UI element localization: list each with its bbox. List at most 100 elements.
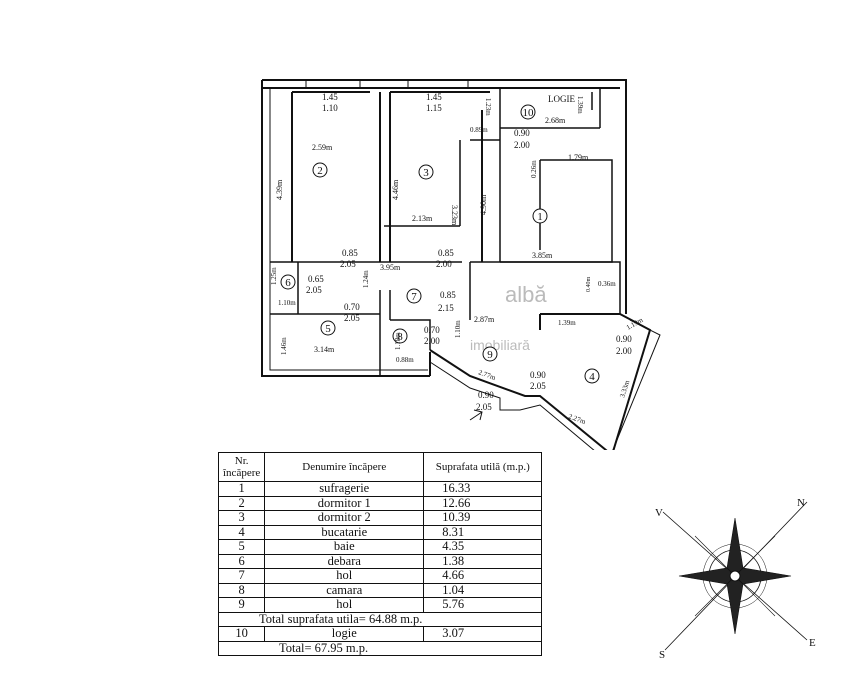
dim-label: 2.05 [340, 259, 356, 269]
dim-label: 0.26m [530, 160, 538, 178]
dim-label: 1.10m [454, 320, 462, 338]
header-nr: Nr. încăpere [217, 452, 266, 482]
dim-label: 1.46m [280, 337, 288, 355]
dim-label: 2.68m [545, 116, 566, 125]
cell-area: 1.38 [423, 553, 543, 569]
outer-wall-inner [269, 88, 428, 371]
cell-nr: 3 [217, 510, 266, 526]
dim-label: 3.23m [450, 205, 459, 226]
dim-label: 4.39m [275, 179, 284, 200]
dim-label: 0.85 [342, 248, 358, 258]
cell-name: logie [264, 626, 425, 642]
total-useful-row: Total suprafata utila= 64.88 m.p. [217, 611, 543, 627]
partition [270, 261, 471, 320]
dim-label: 2.05 [306, 285, 322, 295]
cell-name: dormitor 1 [264, 495, 425, 511]
room-number: 4 [589, 371, 595, 383]
room-number: 10 [523, 107, 535, 119]
table-row: 10 logie 3.07 [217, 626, 543, 642]
room-number-circle [418, 164, 434, 180]
dim-label: 3.85m [532, 251, 553, 260]
cell-name: sufragerie [264, 481, 425, 497]
cell-nr: 7 [217, 568, 266, 584]
cell-name: camara [264, 582, 425, 598]
watermark-top: albă [505, 282, 547, 307]
room-number: 5 [325, 323, 331, 335]
dim-label: 0.70 [344, 302, 360, 312]
dim-label: 0.36m [598, 280, 616, 288]
room-number: 3 [423, 167, 429, 179]
room-number: 2 [317, 165, 323, 177]
room-number-circle [320, 320, 336, 336]
dim-label: 0.90 [514, 128, 530, 138]
header-area: Suprafata utilă (m.p.) [423, 452, 543, 482]
cell-name: hol [264, 568, 425, 584]
dim-label: 1.79m [568, 153, 589, 162]
dim-label: 2.05 [344, 313, 360, 323]
dim-label: 3.95m [380, 263, 401, 272]
partition [270, 262, 431, 376]
compass-label-v: V [655, 507, 663, 519]
dim-label: 0.90 [616, 334, 632, 344]
dim-label: 0.90 [478, 390, 494, 400]
cell-name: bucatarie [264, 524, 425, 540]
cell-area: 4.66 [423, 568, 543, 584]
window [407, 79, 469, 89]
dim-label: 0.85 [440, 290, 456, 300]
partition [291, 91, 490, 262]
cell-area: 12.66 [423, 495, 543, 511]
cell-name: baie [264, 539, 425, 555]
dim-label: 2.05 [530, 381, 546, 391]
room-number-circle [406, 288, 422, 304]
cell-area: 4.35 [423, 539, 543, 555]
partition [470, 261, 621, 314]
room-number-circle [520, 104, 536, 120]
room-number: 6 [285, 277, 291, 289]
dim-label: 3.14m [314, 345, 335, 354]
total-row: Total= 67.95 m.p. [217, 640, 543, 656]
cell-nr: 8 [217, 582, 266, 598]
partition [499, 140, 613, 263]
room-number-circle [280, 274, 296, 290]
cell-area: 5.76 [423, 597, 543, 613]
dim-label: 0.40m [586, 277, 592, 293]
dim-label: 1.25m [270, 267, 278, 285]
cell-nr: 2 [217, 495, 266, 511]
room-number-circle [482, 346, 498, 362]
dim-label: 1.23m [484, 98, 492, 116]
dim-label: 1.10 [322, 103, 338, 113]
dim-label: 0.88m [396, 356, 414, 364]
room-number: 9 [487, 349, 493, 361]
room-number-circle [392, 328, 408, 344]
cell-area: 8.31 [423, 524, 543, 540]
cell-area: 1.04 [423, 582, 543, 598]
dim-label: 2.59m [312, 143, 333, 152]
cell-name: debara [264, 553, 425, 569]
outer-wall [261, 79, 627, 377]
area-table: Nr. încăpere Denumire încăpere Suprafata… [217, 452, 543, 656]
dim-label: 2.87m [474, 315, 495, 324]
total: Total= 67.95 m.p. [217, 640, 543, 656]
cell-nr: 1 [217, 481, 266, 497]
dim-label: 2.00 [424, 336, 440, 346]
dim-label: 2.05 [476, 402, 492, 412]
cell-name: dormitor 2 [264, 510, 425, 526]
dim-label: 0.90 [530, 370, 546, 380]
cell-area: 16.33 [423, 481, 543, 497]
entry-arrow [469, 409, 483, 421]
room-number-circle [584, 368, 600, 384]
dim-label: 2.15 [438, 303, 454, 313]
cell-area: 10.39 [423, 510, 543, 526]
partition [384, 139, 500, 227]
cell-nr: 5 [217, 539, 266, 555]
dim-label: 2.00 [436, 259, 452, 269]
dim-label: 0.70 [424, 325, 440, 335]
